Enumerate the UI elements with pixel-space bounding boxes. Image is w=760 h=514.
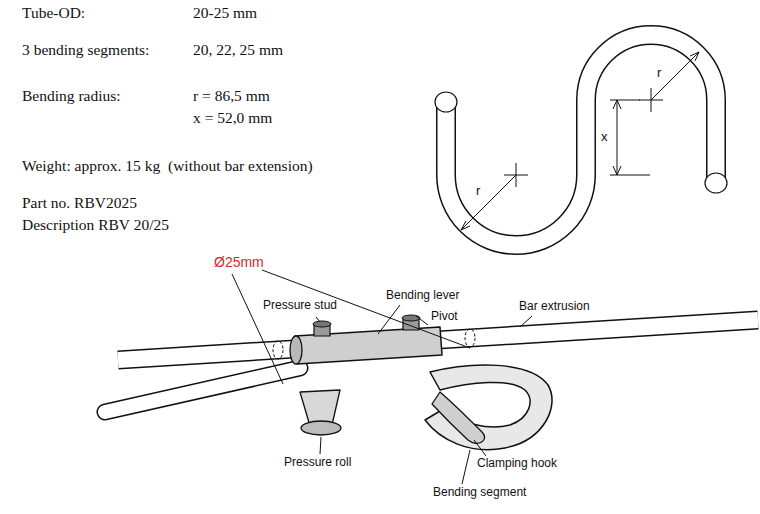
tube-end — [435, 92, 457, 112]
spec-value: 20-25 mm — [193, 4, 257, 22]
spec-note: Weight: approx. 15 kg (without bar exten… — [22, 157, 313, 175]
part-name: Bending lever — [385, 289, 460, 303]
pipe-bender — [105, 315, 758, 450]
description: Description RBV 20/25 — [22, 216, 169, 234]
leader-lines — [232, 270, 532, 484]
part-name: Bending segment — [432, 486, 527, 500]
tube-end — [705, 173, 727, 193]
part-name: Pivot — [430, 310, 459, 324]
spec-heading: Tube-OD: — [22, 4, 85, 22]
spec-heading: 3 bending segments: — [22, 41, 149, 59]
dimension-lines — [461, 52, 699, 230]
spec-value: 20, 22, 25 mm — [193, 41, 283, 59]
part-name: Bar extrusion — [518, 300, 591, 314]
spec-value: x = 52,0 mm — [193, 109, 272, 127]
spec-value: r = 86,5 mm — [193, 87, 270, 105]
part-name: Pressure stud — [262, 299, 338, 313]
spec-heading: Bending radius: — [22, 87, 121, 105]
part-number: Part no. RBV2025 — [22, 194, 137, 212]
part-name: Pressure roll — [283, 456, 352, 470]
dimension-label: r — [657, 66, 661, 81]
diameter-label: Ø25mm — [214, 254, 264, 270]
dimension-label: x — [601, 130, 608, 145]
part-name: Clamping hook — [476, 457, 558, 471]
bending-segment — [425, 365, 552, 450]
clamping-hook — [432, 392, 485, 443]
bent-tube — [446, 35, 716, 245]
dimension-label: r — [476, 184, 480, 199]
